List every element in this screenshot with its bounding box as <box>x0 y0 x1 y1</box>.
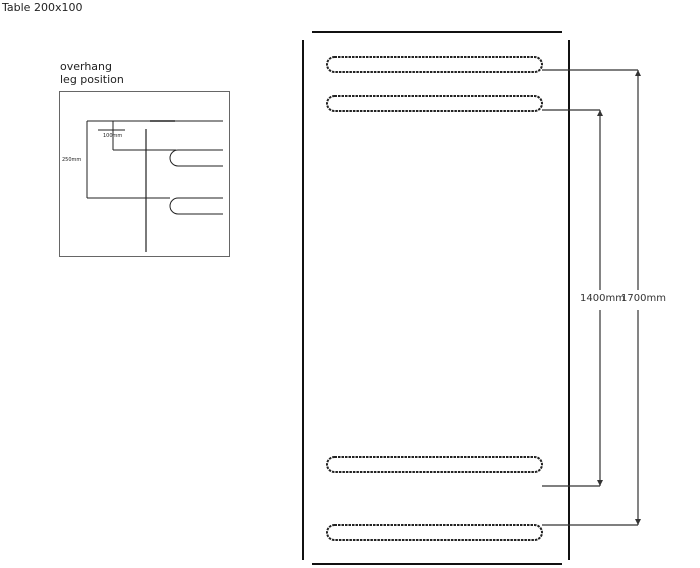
dim-label-100mm: 100mm <box>103 133 123 139</box>
leg-slot-top-inner <box>326 95 543 112</box>
detail-leg-slot-2 <box>169 197 223 215</box>
dimension-lines <box>542 69 639 526</box>
detail-heading-line1: overhang <box>60 60 113 73</box>
dim-label-1700mm: 1700mm <box>621 293 666 304</box>
diagram-title: Table 200x100 <box>2 1 83 14</box>
detail-heading-line2: leg position <box>60 73 124 86</box>
leg-slots <box>326 56 543 541</box>
dim-1400-arrow-bottom <box>597 480 603 486</box>
detail-heading: overhang leg position <box>60 60 124 86</box>
dim-label-250mm: 250mm <box>62 157 82 163</box>
dim-label-1400mm: 1400mm <box>580 293 625 304</box>
detail-lines <box>86 120 223 252</box>
leg-slot-bottom-inner <box>326 456 543 473</box>
dim-1700-arrow-bottom <box>635 519 641 525</box>
dimension-arrowheads <box>597 70 641 525</box>
leg-slot-bottom-outer <box>326 524 543 541</box>
dim-1700-arrow-top <box>635 70 641 76</box>
detail-leg-slot-1 <box>169 149 223 167</box>
leg-detail-box <box>59 91 230 257</box>
leg-slot-top-outer <box>326 56 543 73</box>
table-plan <box>302 31 570 565</box>
dim-1400-arrow-top <box>597 110 603 116</box>
